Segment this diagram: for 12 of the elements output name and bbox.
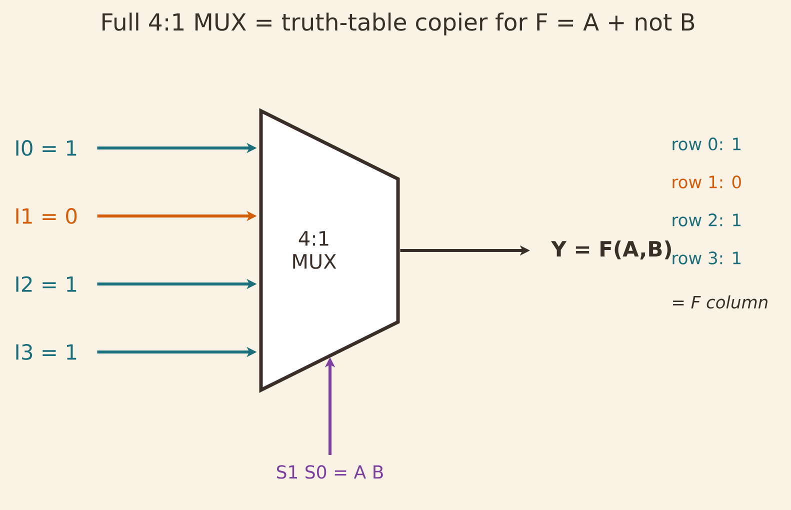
input-label: I3 = 1 <box>16 344 76 360</box>
input-label: I0 = 1 <box>16 140 76 156</box>
title: Full 4:1 MUX = truth-table copier for F = A + not B <box>102 12 694 36</box>
input-label: I2 = 1 <box>16 276 76 292</box>
truth-table-row: row 1: 0 <box>672 176 741 188</box>
select-label: S1 S0 = A B <box>277 465 383 479</box>
truth-table-row: row 3: 1 <box>672 252 741 264</box>
output-label: Y = F(A,B) <box>551 240 671 260</box>
truth-table-row: row 2: 1 <box>672 214 741 226</box>
truth-table-row: row 0: 1 <box>672 138 741 150</box>
input-label: I1 = 0 <box>16 208 77 224</box>
note: = F column <box>673 295 768 309</box>
